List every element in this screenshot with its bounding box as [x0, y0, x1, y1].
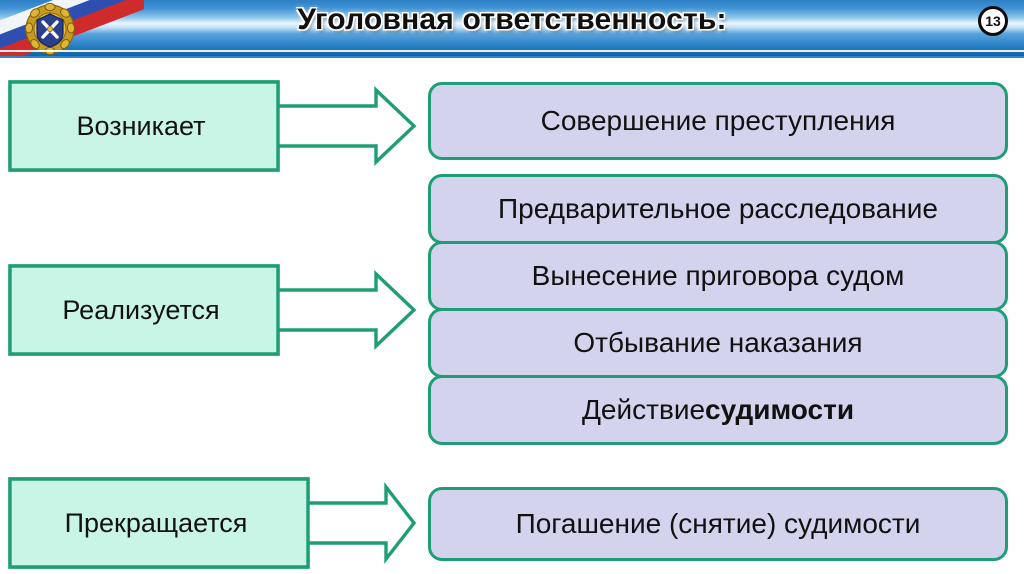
header-divider-light [0, 50, 1024, 52]
russian-ministry-emblem [24, 3, 76, 55]
arrow-terminated[interactable] [8, 477, 418, 569]
outcome-box-preliminary-investigation[interactable]: Предварительное расследование [428, 174, 1008, 244]
outcome-box-serving-sentence[interactable]: Отбывание наказания [428, 308, 1008, 378]
stage-label-terminated: Прекращается [64, 507, 248, 538]
outcome-box-criminal-record-effect[interactable]: Действие судимости [428, 375, 1008, 445]
criminal-record-bold: судимости [705, 394, 855, 425]
outcome-box-crime-commission[interactable]: Совершение преступления [428, 82, 1008, 160]
stage-label-arises: Возникает [76, 110, 206, 141]
page-number-badge: 13 [978, 6, 1008, 36]
header-divider-blue [0, 56, 1024, 58]
arrow-realized[interactable] [8, 264, 418, 356]
stage-label-realized: Реализуется [62, 294, 220, 325]
page-title: Уголовная ответственность: [297, 3, 727, 36]
criminal-record-prefix: Действие [581, 394, 706, 425]
outcome-box-court-verdict[interactable]: Вынесение приговора судом [428, 241, 1008, 311]
outcome-box-record-expungement[interactable]: Погашение (снятие) судимости [428, 487, 1008, 561]
slide-header: Уголовная ответственность: 13 [0, 0, 1024, 58]
arrow-arises[interactable] [8, 80, 418, 172]
